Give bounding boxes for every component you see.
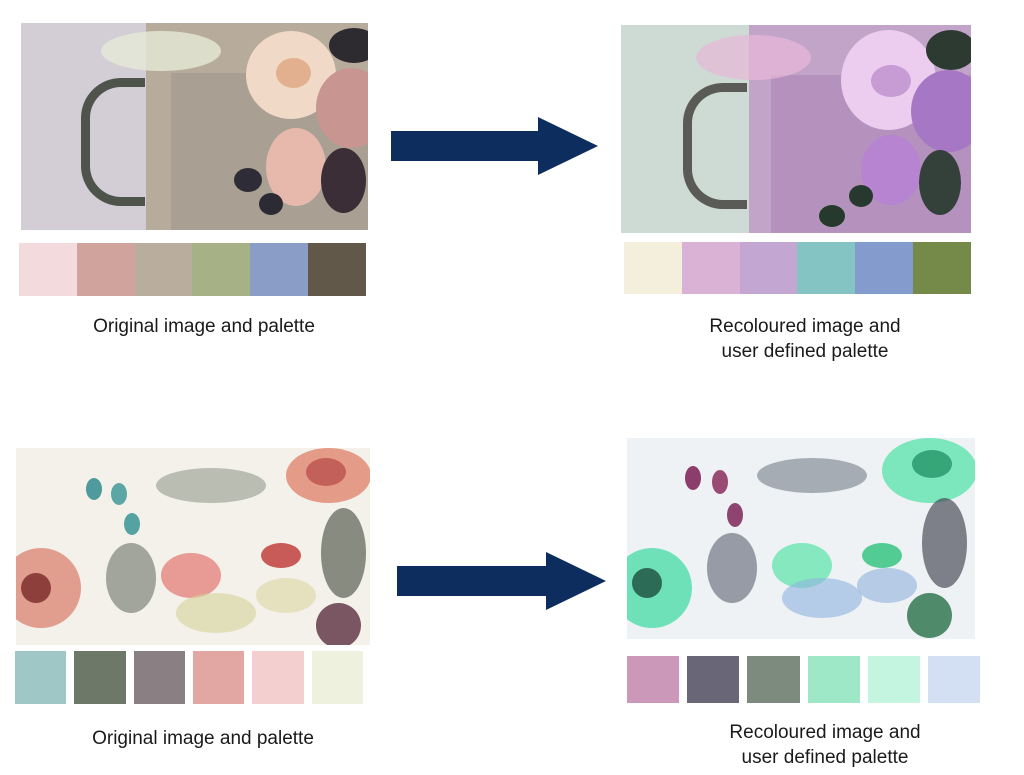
- row2-original-palette: [15, 651, 363, 704]
- palette-swatch: [76, 243, 135, 296]
- palette-swatch: [133, 651, 185, 704]
- palette-swatch: [192, 651, 245, 704]
- palette-swatch: [681, 242, 740, 294]
- row1-right-arrow-icon: [391, 117, 598, 175]
- palette-swatch: [15, 651, 67, 704]
- palette-swatch: [19, 243, 77, 296]
- palette-swatch: [308, 243, 366, 296]
- palette-swatch: [192, 243, 251, 296]
- palette-swatch: [807, 656, 860, 703]
- row2-original-caption: Original image and palette: [92, 728, 314, 749]
- row2-recoloured-caption: Recoloured image and user defined palett…: [640, 720, 1010, 770]
- row2-recoloured-image: [627, 438, 975, 639]
- caption-line-1: Recoloured image and: [709, 316, 901, 337]
- palette-swatch: [797, 242, 856, 294]
- palette-swatch: [624, 242, 682, 294]
- row1-original-palette: [19, 243, 366, 296]
- row2-original-image: [16, 448, 370, 645]
- row1-original-image: [21, 23, 368, 230]
- row1-recoloured-palette: [624, 242, 971, 294]
- palette-swatch: [855, 242, 914, 294]
- palette-swatch: [747, 656, 800, 703]
- palette-swatch: [927, 656, 981, 703]
- palette-swatch: [867, 656, 920, 703]
- palette-swatch: [311, 651, 363, 704]
- caption-line-2: user defined palette: [721, 341, 889, 362]
- palette-swatch: [74, 651, 126, 704]
- palette-swatch: [134, 243, 193, 296]
- palette-swatch: [913, 242, 971, 294]
- palette-swatch: [250, 243, 309, 296]
- row1-recoloured-caption: Recoloured image and user defined palett…: [620, 314, 990, 364]
- caption-line-1: Recoloured image and: [729, 722, 921, 743]
- row1-recoloured-image: [621, 25, 971, 233]
- row2-right-arrow-icon: [397, 552, 606, 610]
- caption-line-2: user defined palette: [741, 747, 909, 768]
- row1-original-caption: Original image and palette: [93, 316, 315, 337]
- palette-swatch: [627, 656, 680, 703]
- palette-swatch: [687, 656, 740, 703]
- palette-swatch: [739, 242, 798, 294]
- palette-swatch: [252, 651, 304, 704]
- row2-recoloured-palette: [627, 656, 981, 703]
